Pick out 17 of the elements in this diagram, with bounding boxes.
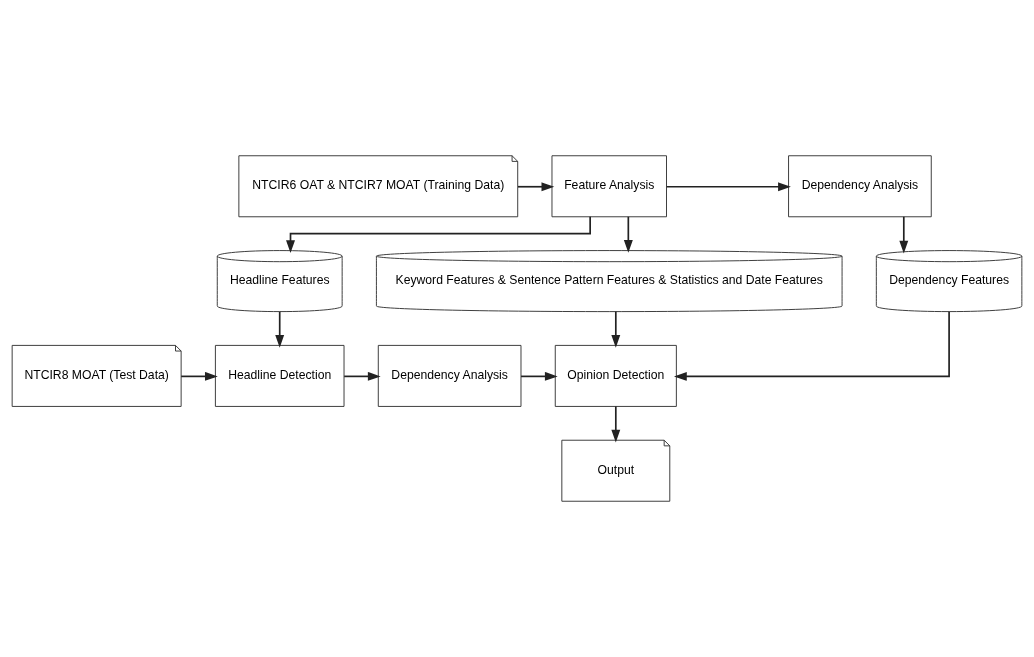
arrow bbox=[611, 405, 621, 443]
arrow bbox=[286, 216, 591, 254]
node-box: Opinion Detection bbox=[554, 344, 677, 407]
arrow bbox=[674, 310, 950, 381]
arrow bbox=[275, 310, 285, 348]
arrow bbox=[517, 182, 555, 192]
node-box: Feature Analysis bbox=[551, 155, 667, 218]
arrow bbox=[180, 371, 218, 381]
node-box: Headline Detection bbox=[214, 344, 345, 407]
arrow bbox=[611, 310, 621, 348]
arrow bbox=[899, 215, 909, 254]
arrow bbox=[665, 182, 791, 192]
arrow bbox=[623, 215, 633, 253]
arrow bbox=[343, 371, 381, 381]
arrow bbox=[520, 371, 558, 381]
node-box: Dependency Analysis bbox=[788, 155, 932, 218]
node-box: Dependency Analysis bbox=[377, 344, 522, 407]
